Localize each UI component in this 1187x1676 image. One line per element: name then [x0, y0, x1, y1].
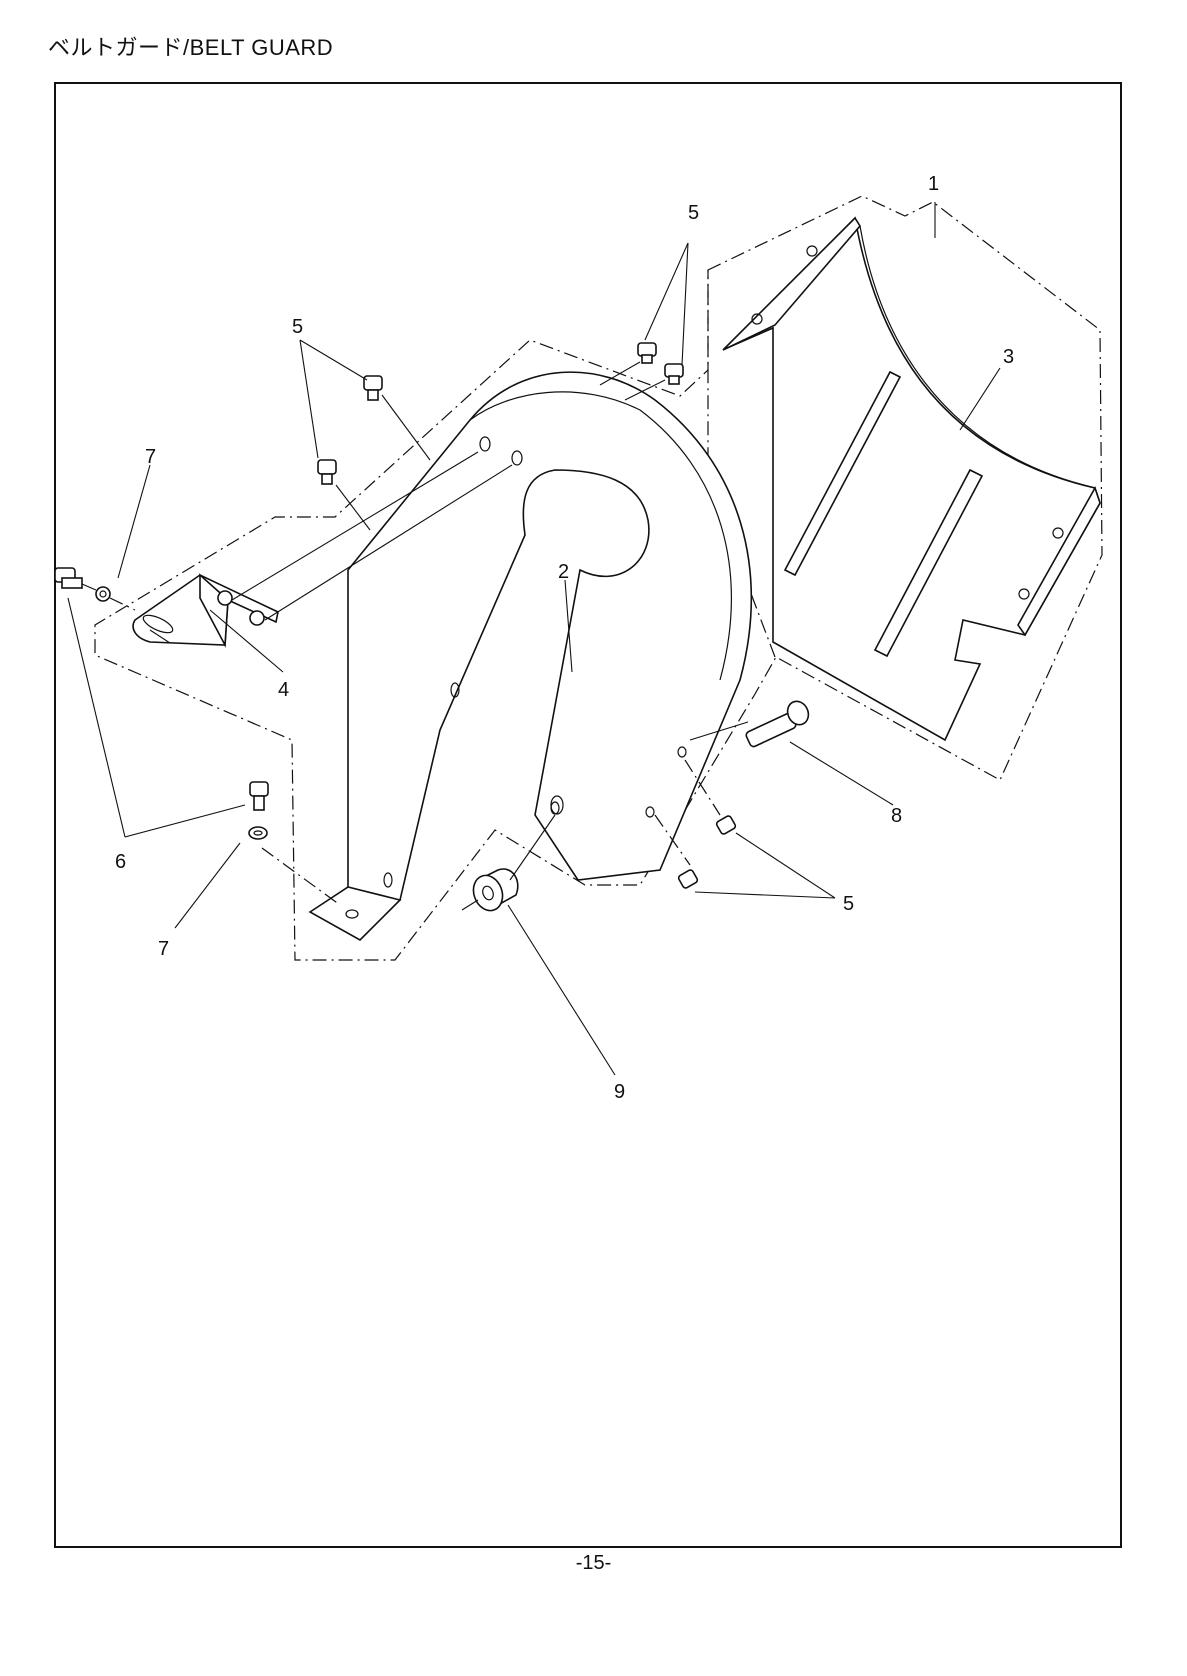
part-2-belt-guard [310, 372, 751, 940]
screw-5-top-b [665, 364, 683, 384]
page-number: -15- [0, 1552, 1187, 1575]
callout-7-left: 7 [145, 446, 156, 468]
callout-8: 8 [891, 805, 902, 827]
callout-1: 1 [928, 173, 939, 195]
callout-5-lower: 5 [843, 893, 854, 915]
screw-6-lower [250, 782, 268, 810]
callout-9: 9 [614, 1081, 625, 1103]
part-3-rear-cover [723, 218, 1100, 740]
screw-5-top-a [638, 343, 656, 363]
screw-6-left [55, 568, 82, 588]
callout-7-lower: 7 [158, 938, 169, 960]
washer-7-left [96, 587, 110, 601]
callout-6: 6 [115, 851, 126, 873]
screw-5-lower-b [678, 869, 699, 889]
screw-5-upper-left-b [318, 460, 336, 484]
callout-4: 4 [278, 679, 289, 701]
washer-7-lower [249, 827, 267, 839]
callout-3: 3 [1003, 346, 1014, 368]
callout-2: 2 [558, 561, 569, 583]
screw-8 [745, 698, 812, 748]
screw-5-lower-a [716, 815, 737, 835]
callout-5-upper-left: 5 [292, 316, 303, 338]
callout-5-top: 5 [688, 202, 699, 224]
